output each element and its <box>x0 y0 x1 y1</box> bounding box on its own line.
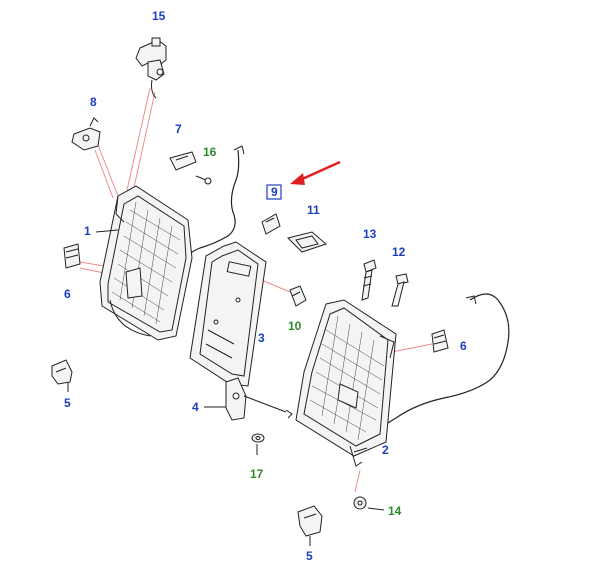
part-12-pin <box>391 273 409 307</box>
part-4-pivot <box>204 377 293 421</box>
part-3-center-frame <box>189 241 267 387</box>
callout-16: 16 <box>203 145 217 159</box>
callout-6-right: 6 <box>460 339 467 353</box>
part-11-bezel <box>287 231 327 253</box>
callout-14: 14 <box>388 504 402 518</box>
part-5-bottom-clip <box>297 505 323 537</box>
callout-3: 3 <box>258 331 265 345</box>
part-17-washer <box>251 433 265 443</box>
part-15-latch <box>135 37 167 99</box>
callout-2: 2 <box>382 443 389 457</box>
callout-4: 4 <box>192 400 199 414</box>
callout-13: 13 <box>363 227 377 241</box>
part-9-pad <box>261 213 281 235</box>
part-16-screw <box>195 175 212 185</box>
callout-labels: 15 8 7 16 9 11 1 13 12 6 10 3 6 5 4 2 17… <box>64 9 467 563</box>
red-arrow <box>290 160 341 185</box>
cable-upper <box>185 149 240 259</box>
callout-1: 1 <box>84 224 91 238</box>
part-1-seatback-frame <box>99 185 193 341</box>
cable-right <box>363 293 510 437</box>
callout-9: 9 <box>271 185 278 199</box>
callout-9-highlight-box <box>266 184 282 200</box>
callout-6-left: 6 <box>64 287 71 301</box>
callout-11: 11 <box>307 203 320 217</box>
part-6-right-block <box>431 329 449 353</box>
callout-5-left: 5 <box>64 396 71 410</box>
part-10-bracket <box>289 285 307 307</box>
part-5-left-clip <box>51 359 73 385</box>
part-6-left-block <box>63 243 81 269</box>
part-8-bracket <box>71 117 101 151</box>
callout-7: 7 <box>175 122 182 136</box>
callout-17: 17 <box>250 467 264 481</box>
part-14-nut <box>353 496 385 511</box>
callout-12: 12 <box>392 245 406 259</box>
part-7-clip <box>169 151 197 171</box>
callout-10: 10 <box>288 319 302 333</box>
dark-leaders <box>67 229 368 546</box>
part-13-pin <box>361 259 377 301</box>
callout-8: 8 <box>90 95 97 109</box>
callout-5-bottom: 5 <box>306 549 313 563</box>
callout-15: 15 <box>152 9 166 23</box>
part-2-seatback-frame <box>295 299 397 467</box>
